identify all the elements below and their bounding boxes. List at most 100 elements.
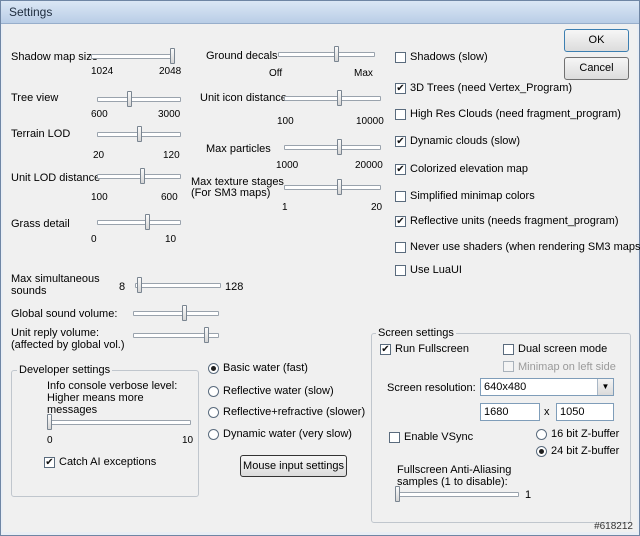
- screen-settings-title: Screen settings: [376, 327, 456, 339]
- max-particles-min: 1000: [276, 160, 299, 171]
- reflective-units-label: Reflective units (needs fragment_program…: [410, 215, 619, 227]
- global-volume-slider[interactable]: [133, 311, 219, 316]
- terrain-lod-thumb[interactable]: [137, 126, 142, 142]
- minimap-left-checkbox[interactable]: [503, 361, 514, 372]
- high-res-clouds-label: High Res Clouds (need fragment_program): [410, 108, 621, 120]
- zbuffer-16-label: 16 bit Z-buffer: [551, 428, 620, 440]
- title-bar: Settings: [1, 1, 639, 24]
- verbose-level-slider[interactable]: [49, 420, 191, 425]
- max-particles-slider[interactable]: [284, 145, 381, 150]
- antialiasing-slider[interactable]: [397, 492, 519, 497]
- screen-resolution-value: 640x480: [484, 381, 527, 393]
- max-sounds-thumb[interactable]: [137, 277, 142, 293]
- ground-decals-slider[interactable]: [278, 52, 375, 57]
- unit-reply-thumb[interactable]: [204, 327, 209, 343]
- screen-settings-group: [371, 333, 631, 523]
- ground-decals-min: Off: [269, 68, 283, 79]
- antialiasing-label: Fullscreen Anti-Aliasing samples (1 to d…: [397, 464, 512, 488]
- max-sounds-slider[interactable]: [135, 283, 221, 288]
- screen-resolution-dropdown[interactable]: 640x480 ▼: [480, 378, 614, 396]
- dual-screen-label: Dual screen mode: [518, 343, 608, 355]
- tree-view-slider[interactable]: [97, 97, 181, 102]
- max-particles-thumb[interactable]: [337, 139, 342, 155]
- 3d-trees-label: 3D Trees (need Vertex_Program): [410, 82, 573, 94]
- dual-screen-checkbox[interactable]: [503, 344, 514, 355]
- chevron-down-icon[interactable]: ▼: [597, 379, 613, 395]
- unit-icon-distance-thumb[interactable]: [337, 90, 342, 106]
- verbose-level-min: 0: [47, 435, 53, 446]
- unit-lod-distance-slider[interactable]: [97, 174, 181, 179]
- colorized-elevation-label: Colorized elevation map: [410, 163, 529, 175]
- terrain-lod-min: 20: [93, 150, 105, 161]
- grass-detail-slider[interactable]: [97, 220, 181, 225]
- never-use-shaders-checkbox[interactable]: [395, 242, 406, 253]
- resolution-x-separator: x: [544, 406, 550, 418]
- run-fullscreen-checkbox[interactable]: ✔: [380, 344, 391, 355]
- unit-icon-distance-min: 100: [277, 116, 294, 127]
- max-texture-stages-slider[interactable]: [284, 185, 381, 190]
- max-particles-label: Max particles: [206, 143, 271, 155]
- shadow-map-size-slider[interactable]: [91, 54, 175, 59]
- shadow-map-size-thumb[interactable]: [170, 48, 175, 64]
- colorized-elevation-checkbox[interactable]: ✔: [395, 164, 406, 175]
- catch-ai-exceptions-label: Catch AI exceptions: [59, 456, 157, 468]
- unit-lod-distance-max: 600: [161, 192, 178, 203]
- mouse-input-settings-button[interactable]: Mouse input settings: [240, 455, 347, 477]
- simplified-minimap-checkbox[interactable]: [395, 191, 406, 202]
- minimap-left-label: Minimap on left side: [518, 361, 616, 373]
- water-basic-radio[interactable]: [208, 363, 219, 374]
- global-volume-thumb[interactable]: [182, 305, 187, 321]
- verbose-level-max: 10: [182, 435, 194, 446]
- grass-detail-min: 0: [91, 234, 97, 245]
- settings-client-area: Shadow map size 1024 2048 Tree view 600 …: [3, 24, 640, 532]
- grass-detail-thumb[interactable]: [145, 214, 150, 230]
- grass-detail-label: Grass detail: [11, 218, 70, 230]
- dynamic-clouds-checkbox[interactable]: ✔: [395, 136, 406, 147]
- tree-view-label: Tree view: [11, 92, 59, 104]
- cancel-button[interactable]: Cancel: [564, 57, 629, 80]
- unit-icon-distance-max: 10000: [356, 116, 384, 127]
- zbuffer-24-radio[interactable]: [536, 446, 547, 457]
- unit-reply-slider[interactable]: [133, 333, 219, 338]
- use-luaui-checkbox[interactable]: [395, 265, 406, 276]
- tree-view-thumb[interactable]: [127, 91, 132, 107]
- enable-vsync-label: Enable VSync: [404, 431, 474, 443]
- antialiasing-thumb[interactable]: [395, 486, 400, 502]
- max-texture-stages-min: 1: [282, 202, 288, 213]
- reflective-units-checkbox[interactable]: ✔: [395, 216, 406, 227]
- shadow-map-size-min: 1024: [91, 66, 114, 77]
- water-basic-label: Basic water (fast): [223, 362, 308, 374]
- water-refractive-radio[interactable]: [208, 407, 219, 418]
- ground-decals-max: Max: [354, 68, 373, 79]
- max-particles-max: 20000: [355, 160, 383, 171]
- verbose-level-label: Info console verbose level: Higher means…: [47, 380, 178, 416]
- run-fullscreen-label: Run Fullscreen: [395, 343, 469, 355]
- water-refractive-label: Reflective+refractive (slower): [223, 406, 366, 418]
- tree-view-max: 3000: [158, 109, 181, 120]
- 3d-trees-checkbox[interactable]: ✔: [395, 83, 406, 94]
- water-reflective-radio[interactable]: [208, 386, 219, 397]
- terrain-lod-max: 120: [163, 150, 180, 161]
- shadows-checkbox[interactable]: [395, 52, 406, 63]
- global-volume-label: Global sound volume:: [11, 308, 118, 320]
- max-sounds-min: 8: [119, 281, 126, 293]
- water-dynamic-radio[interactable]: [208, 429, 219, 440]
- max-texture-stages-thumb[interactable]: [337, 179, 342, 195]
- zbuffer-16-radio[interactable]: [536, 429, 547, 440]
- resolution-height-input[interactable]: 1050: [556, 403, 614, 421]
- catch-ai-exceptions-checkbox[interactable]: ✔: [44, 457, 55, 468]
- verbose-level-thumb[interactable]: [47, 414, 52, 430]
- water-dynamic-label: Dynamic water (very slow): [223, 428, 352, 440]
- resolution-width-input[interactable]: 1680: [480, 403, 540, 421]
- ok-button[interactable]: OK: [564, 29, 629, 52]
- simplified-minimap-label: Simplified minimap colors: [410, 190, 535, 202]
- unit-lod-distance-thumb[interactable]: [140, 168, 145, 184]
- unit-icon-distance-slider[interactable]: [284, 96, 381, 101]
- ground-decals-thumb[interactable]: [334, 46, 339, 62]
- max-texture-stages-label: Max texture stages (For SM3 maps): [191, 177, 284, 199]
- enable-vsync-checkbox[interactable]: [389, 432, 400, 443]
- high-res-clouds-checkbox[interactable]: [395, 109, 406, 120]
- shadow-map-size-max: 2048: [159, 66, 182, 77]
- terrain-lod-label: Terrain LOD: [11, 128, 71, 140]
